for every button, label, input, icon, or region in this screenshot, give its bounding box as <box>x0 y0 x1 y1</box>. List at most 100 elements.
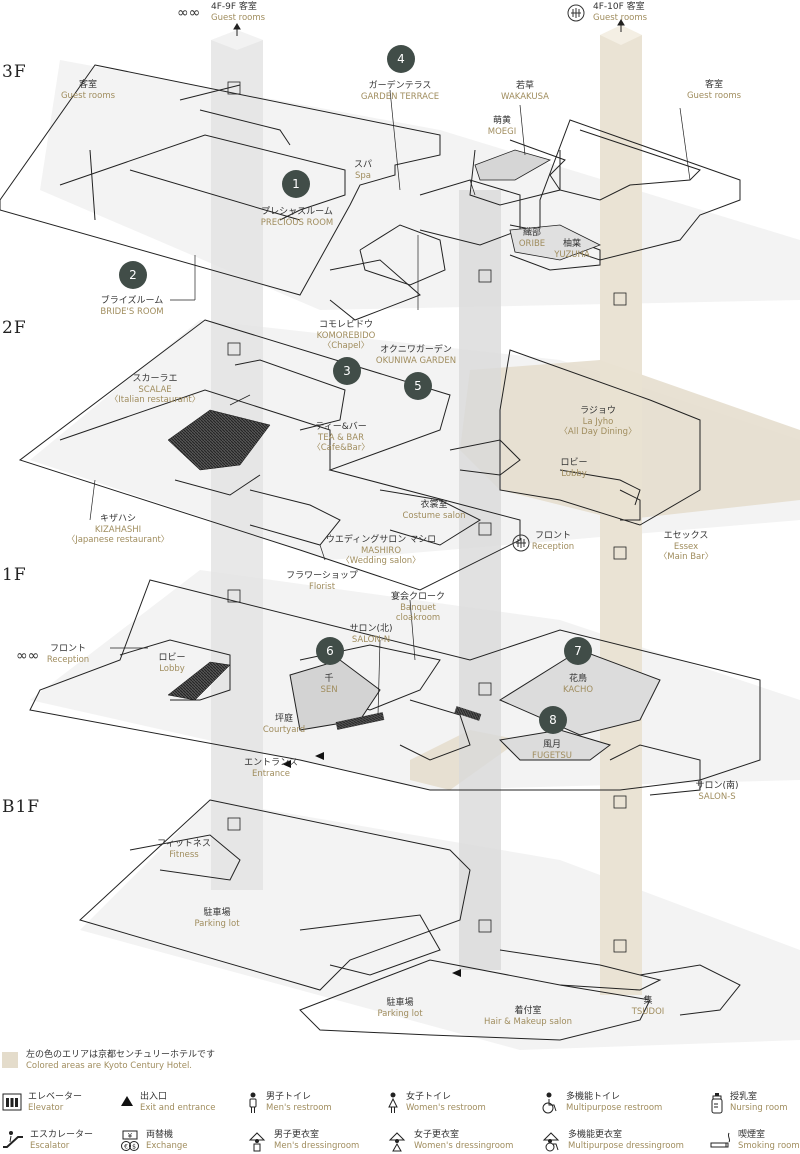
infinity-reception-icon: ∞∞ <box>16 648 40 664</box>
escalator-icon <box>3 1131 23 1148</box>
moegi-room <box>474 149 552 181</box>
mens-restroom-icon <box>249 1092 257 1113</box>
floor-b1f-outline <box>79 799 741 1041</box>
smoking-room-icon <box>710 1132 731 1148</box>
elevator-shafts <box>211 25 642 995</box>
badge-3[interactable]: 3 <box>333 357 361 385</box>
mens-dressingroom-icon <box>248 1132 266 1152</box>
elevator-right-ja: 4F-10F 客室 <box>593 2 645 12</box>
kizahashi-hatch <box>167 409 271 471</box>
hotel-area-swatch <box>2 1052 18 1068</box>
entrance-icon <box>121 1096 133 1106</box>
salon-hatch <box>454 706 482 721</box>
floor-label-3f: 3F <box>2 62 27 82</box>
century-hotel-logo-icon <box>567 4 585 22</box>
floor-2f-outline <box>18 319 701 591</box>
svg-text:¥: ¥ <box>128 1132 133 1140</box>
infinity-logo-icon: ∞∞ <box>177 5 201 21</box>
fugetsu-hatch <box>335 712 385 730</box>
badge-6[interactable]: 6 <box>316 637 344 665</box>
floor-label-1f: 1F <box>2 565 27 585</box>
badge-7[interactable]: 7 <box>564 637 592 665</box>
elevator-arrows <box>233 19 625 36</box>
svg-text:$: $ <box>132 1144 136 1151</box>
leader-lines <box>89 89 691 716</box>
elevator-left-ja: 4F-9F 客室 <box>211 2 257 12</box>
elevator-label-right: 4F-10F 客室 Guest rooms <box>567 2 647 23</box>
elevator-right-en: Guest rooms <box>593 12 648 23</box>
elevator-label-left: ∞∞ 4F-9F 客室 Guest rooms <box>177 2 265 23</box>
label-salon-n: サロン(北)SALON-N <box>349 624 393 645</box>
floor-label-b1f: B1F <box>2 797 41 817</box>
womens-dressingroom-icon <box>388 1132 406 1152</box>
svg-text:€: € <box>124 1144 128 1151</box>
oribe-yuzuha-room <box>509 224 601 261</box>
badge-8[interactable]: 8 <box>539 706 567 734</box>
elevator-left-en: Guest rooms <box>211 12 266 23</box>
womens-restroom-icon <box>388 1092 398 1113</box>
label-salon-s: サロン(南)SALON-S <box>695 781 739 802</box>
floor-label-2f: 2F <box>2 318 27 338</box>
hotel-area-note: 左の色のエリアは京都センチュリーホテルです Colored areas are … <box>26 1050 216 1072</box>
floor-3f-outline <box>0 64 741 321</box>
entrance-markers <box>282 752 461 977</box>
sen-hatch <box>167 661 231 701</box>
elevator-icon <box>2 1093 22 1111</box>
badge-4[interactable]: 4 <box>387 45 415 73</box>
badge-1[interactable]: 1 <box>282 170 310 198</box>
elevator-glyphs <box>227 81 627 953</box>
multipurpose-restroom-icon <box>542 1092 557 1114</box>
multipurpose-dressingroom-icon <box>542 1132 560 1152</box>
badge-5[interactable]: 5 <box>404 372 432 400</box>
century-reception-icon <box>512 534 530 552</box>
exchange-icon: ¥€ $ <box>121 1130 139 1151</box>
badge-2[interactable]: 2 <box>119 261 147 289</box>
